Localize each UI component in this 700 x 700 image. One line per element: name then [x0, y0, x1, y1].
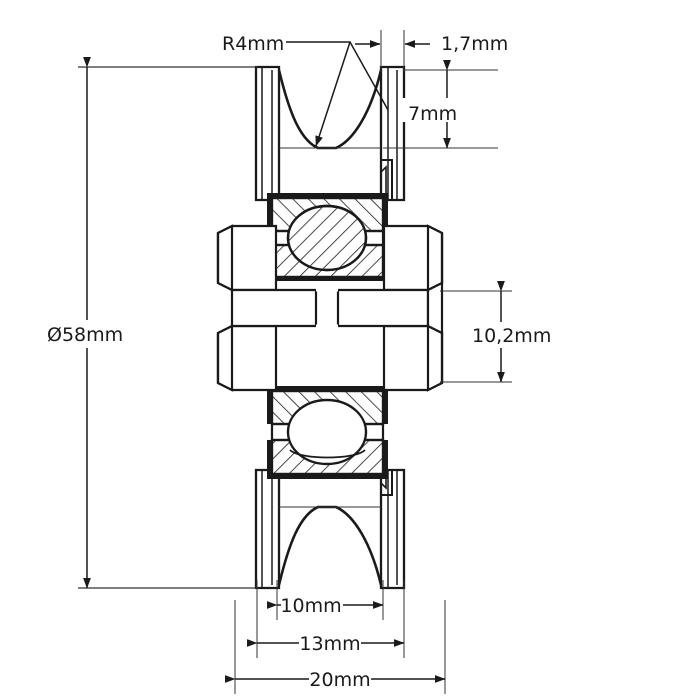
dimension-label-groove-width: 10mm [280, 595, 341, 617]
hub-right [336, 224, 444, 392]
dimension-label-radius: R4mm [222, 33, 284, 55]
pulley-rim-bottom [254, 468, 406, 590]
ball-bearing-bottom [267, 386, 388, 479]
dimension-label-overall-width: 20mm [309, 669, 370, 691]
bearing-ball-top [286, 204, 368, 272]
hub-left [216, 224, 318, 392]
dimension-label-rim-thickness: 1,7mm [441, 33, 508, 55]
dimension-groove-width: 10mm [267, 580, 384, 620]
dimension-label-outer-diameter: Ø58mm [47, 324, 123, 346]
dimension-label-inner-width: 13mm [299, 633, 360, 655]
pulley-rim-top [254, 65, 406, 202]
dimension-radius-groove: R4mm [222, 33, 389, 147]
dimension-bore: 10,2mm [440, 281, 551, 383]
ball-bearing-top [267, 193, 388, 281]
dimension-groove-depth: 7mm [383, 60, 498, 149]
bearing-ball-bottom [286, 398, 368, 466]
dimension-rim-thickness: 1,7mm [355, 30, 508, 72]
dimension-outer-diameter: Ø58mm [42, 57, 258, 589]
dimension-label-groove-depth: 7mm [408, 103, 457, 125]
dimension-overall-width: 20mm [225, 600, 446, 694]
drawing-body: R4mm 1,7mm 7mm Ø58mm [42, 30, 551, 694]
dimension-inner-width: 13mm [247, 580, 405, 658]
dimension-label-bore: 10,2mm [472, 325, 551, 347]
